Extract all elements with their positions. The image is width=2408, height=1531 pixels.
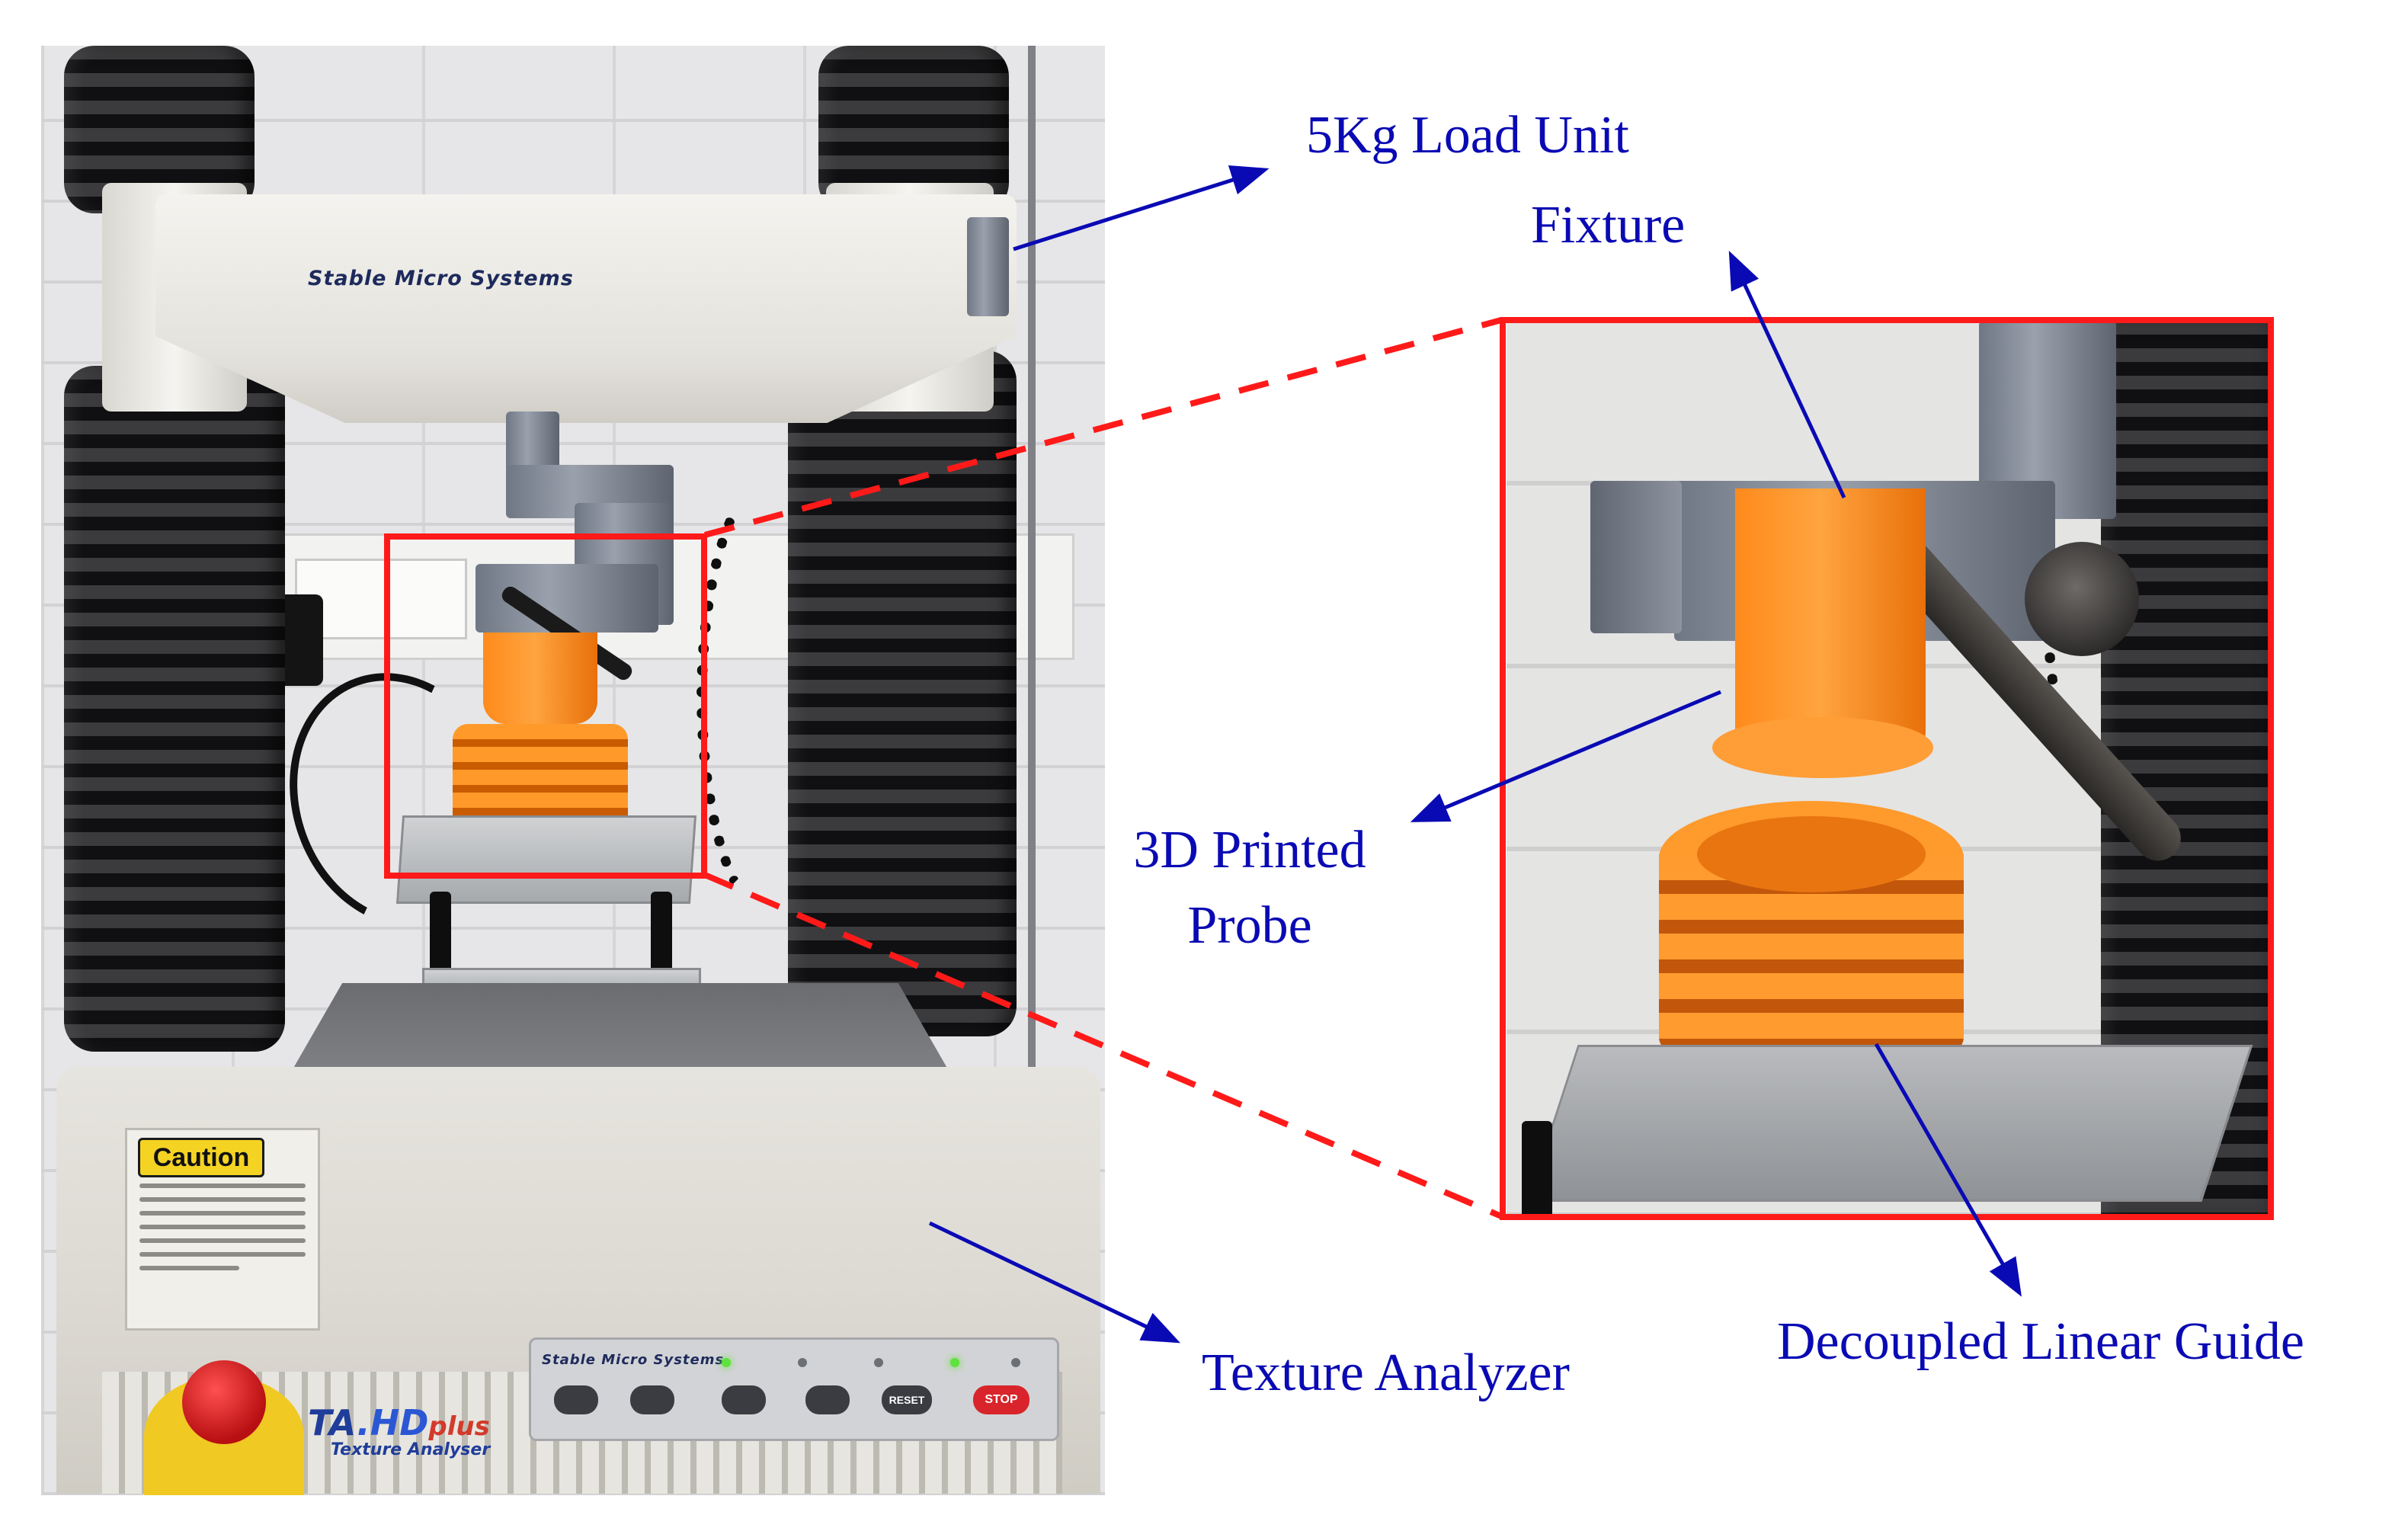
panel-button bbox=[554, 1385, 598, 1414]
caution-fine-print bbox=[139, 1183, 306, 1280]
panel-button bbox=[722, 1385, 766, 1414]
inset-fixture-side bbox=[1590, 481, 1682, 633]
inset-specimen-opening bbox=[1697, 816, 1926, 892]
left-bellows-lower bbox=[64, 366, 285, 1052]
panel-led bbox=[950, 1358, 959, 1367]
inset-printed-probe bbox=[1735, 488, 1926, 748]
linear-guide-label: Decoupled Linear Guide bbox=[1777, 1312, 2304, 1371]
control-panel: Stable Micro Systems RESET STOP bbox=[529, 1337, 1059, 1441]
inset-probe-tip bbox=[1712, 717, 1933, 778]
panel-led bbox=[722, 1358, 731, 1367]
coiled-cable bbox=[696, 472, 847, 921]
panel-led bbox=[874, 1358, 883, 1367]
logo-plus: plus bbox=[428, 1411, 490, 1442]
probe-label-line1: 3D Printed bbox=[1133, 821, 1366, 879]
fixture-label: Fixture bbox=[1531, 196, 1686, 255]
emergency-stop-button bbox=[182, 1360, 266, 1444]
probe-label-line2: Probe bbox=[1187, 896, 1312, 955]
logo-hd: .HD bbox=[357, 1402, 429, 1443]
texture-analyzer-photo: Stable Micro Systems Caution TA.HDplus T… bbox=[41, 46, 1105, 1495]
crossbeam bbox=[155, 194, 1017, 423]
zoom-source-frame bbox=[384, 533, 707, 879]
panel-button bbox=[630, 1385, 674, 1414]
ta-hd-plus-logo: TA.HDplus bbox=[308, 1402, 490, 1443]
panel-led bbox=[1011, 1358, 1020, 1367]
panel-brand-text: Stable Micro Systems bbox=[542, 1352, 725, 1368]
crossbeam-brand-text: Stable Micro Systems bbox=[308, 267, 574, 290]
printed-probe bbox=[483, 633, 597, 724]
caution-label: Caution bbox=[125, 1128, 320, 1331]
panel-led bbox=[798, 1358, 807, 1367]
inset-clamp-knob bbox=[2025, 542, 2139, 656]
inset-platform-post bbox=[1522, 1121, 1552, 1217]
caution-heading: Caution bbox=[138, 1138, 264, 1177]
panel-button bbox=[805, 1385, 850, 1414]
texture-analyzer-label: Texture Analyzer bbox=[1202, 1344, 1570, 1402]
stand-rod bbox=[1028, 46, 1036, 1113]
logo-ta: TA bbox=[308, 1402, 357, 1443]
load-unit-label: 5Kg Load Unit bbox=[1306, 106, 1629, 165]
panel-reset-button: RESET bbox=[882, 1385, 932, 1414]
logo-subtitle: Texture Analyser bbox=[331, 1440, 491, 1459]
zoom-target-frame bbox=[1500, 317, 2274, 1220]
load-unit-connector bbox=[967, 217, 1009, 316]
panel-stop-button: STOP bbox=[973, 1385, 1029, 1414]
